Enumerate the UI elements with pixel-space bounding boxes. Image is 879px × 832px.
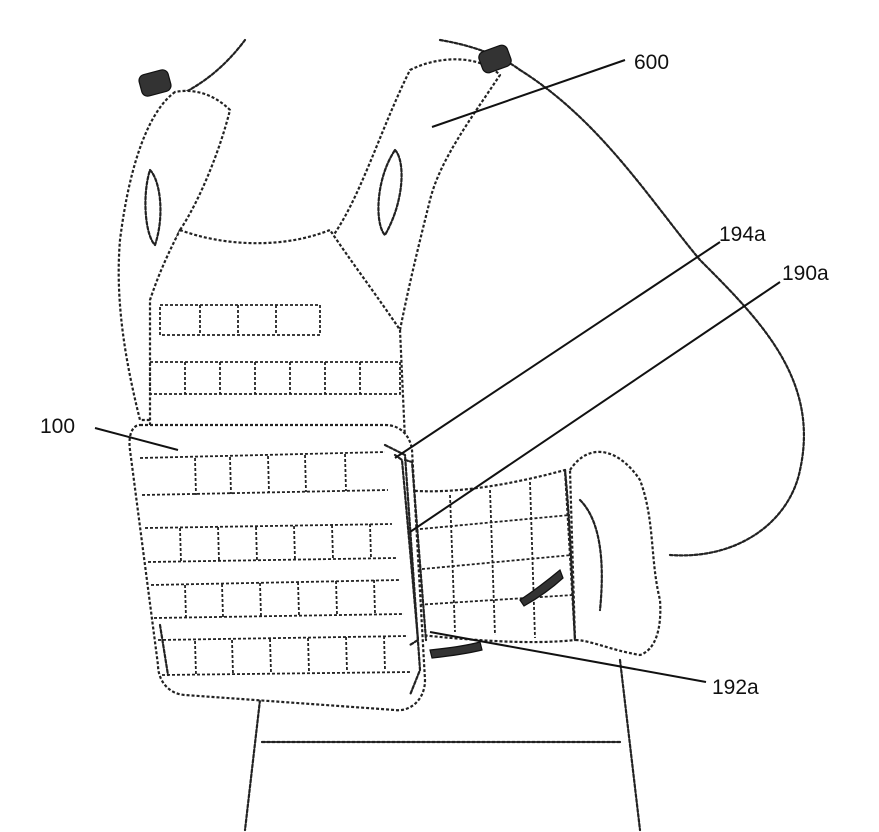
shoulder-buckle-right	[477, 44, 513, 75]
shoulder-buckle-left	[138, 68, 173, 97]
leader-194a	[395, 242, 720, 458]
ref-label-194a: 194a	[719, 223, 766, 246]
ref-label-100: 100	[40, 415, 75, 438]
ref-label-600: 600	[634, 51, 669, 74]
side-cummerbund	[405, 470, 575, 658]
front-plate-carrier-100	[129, 425, 425, 710]
ref-label-192a: 192a	[712, 676, 759, 699]
arm-fold	[565, 452, 660, 655]
ref-label-190a: 190a	[782, 262, 829, 285]
